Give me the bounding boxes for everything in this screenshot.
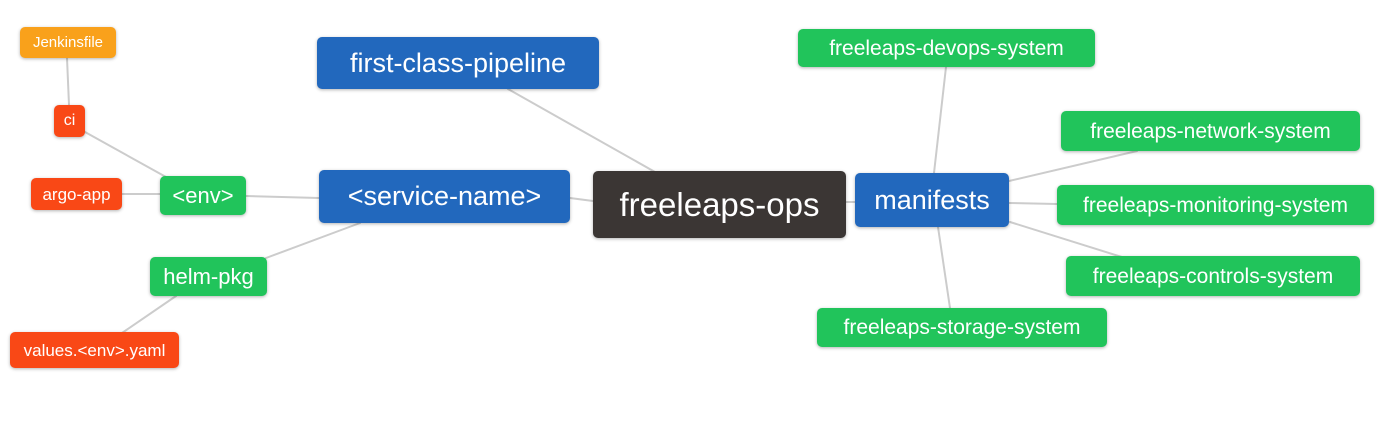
edge-pipeline-freeleaps-ops [507, 88, 656, 173]
node-first-class-pipeline[interactable]: first-class-pipeline [317, 37, 599, 89]
node-freeleaps-network-system[interactable]: freeleaps-network-system [1061, 111, 1360, 151]
edge-manifests-controls-system [1009, 221, 1126, 259]
edge-manifests-devops-system [933, 66, 947, 174]
edge-manifests-network-system [1008, 150, 1138, 182]
node-freeleaps-storage-system[interactable]: freeleaps-storage-system [817, 308, 1107, 347]
node-freeleaps-controls-system[interactable]: freeleaps-controls-system [1066, 256, 1360, 296]
node-manifests[interactable]: manifests [855, 173, 1009, 227]
edge-helm-pkg-service-name [265, 222, 361, 259]
node-jenkinsfile[interactable]: Jenkinsfile [20, 27, 116, 58]
edge-manifests-storage-system [937, 226, 951, 309]
node-ci[interactable]: ci [54, 105, 85, 137]
edge-values-helm-pkg [121, 295, 177, 334]
edge-service-freeleaps-ops [569, 197, 594, 202]
node-values-env-yaml[interactable]: values.<env>.yaml [10, 332, 179, 368]
edge-manifests-monitoring-system [1008, 202, 1058, 205]
node-argo-app[interactable]: argo-app [31, 178, 122, 210]
edge-jenkinsfile-ci [66, 57, 70, 106]
node-freeleaps-monitoring-system[interactable]: freeleaps-monitoring-system [1057, 185, 1374, 225]
edge-env-service-name [245, 195, 320, 199]
node-service-name[interactable]: <service-name> [319, 170, 570, 223]
node-env[interactable]: <env> [160, 176, 246, 215]
node-helm-pkg[interactable]: helm-pkg [150, 257, 267, 296]
edge-ci-env [84, 131, 167, 178]
node-freeleaps-ops[interactable]: freeleaps-ops [593, 171, 846, 238]
node-freeleaps-devops-system[interactable]: freeleaps-devops-system [798, 29, 1095, 67]
